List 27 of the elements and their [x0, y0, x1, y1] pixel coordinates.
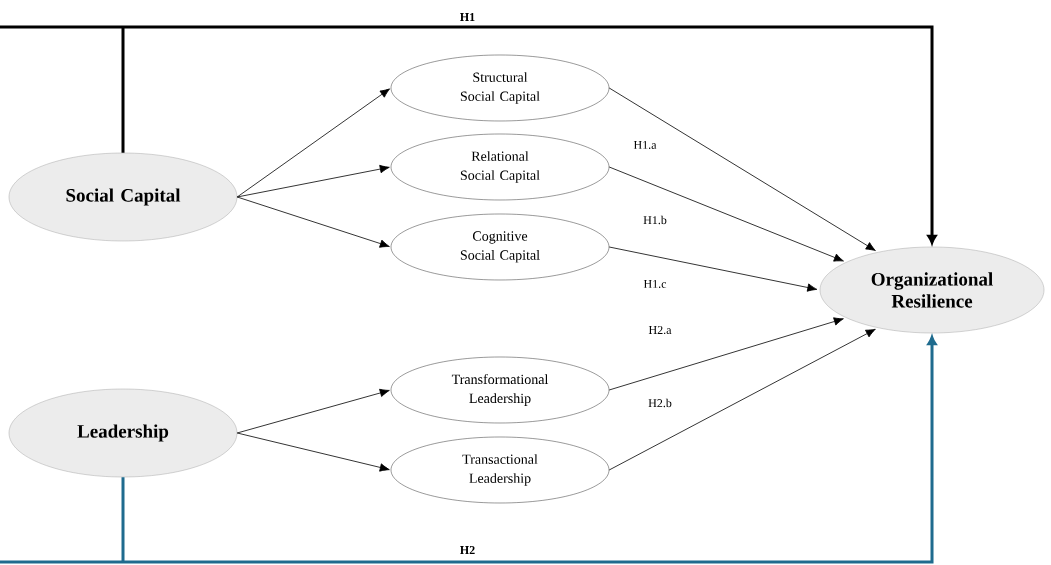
arrow: [236, 88, 390, 198]
arrow: [236, 196, 390, 248]
ellipse-node: Relational Social Capital: [390, 133, 610, 201]
arrow: [608, 246, 818, 292]
ellipse-node: Leadership: [8, 388, 238, 478]
arrow: [236, 164, 390, 198]
edge-label: H1.a: [633, 140, 657, 150]
arrow: [608, 166, 844, 262]
edge-label: H1: [460, 13, 475, 21]
edge-label: H2: [460, 546, 475, 554]
edge-label: H2.b: [648, 398, 672, 408]
arrow: [236, 388, 390, 434]
ellipse-node: Structural Social Capital: [390, 54, 610, 122]
arrow: [0, 25, 937, 245]
arrow: [608, 317, 844, 391]
ellipse-node: Transformational Leadership: [390, 356, 610, 424]
edge-label: H2.a: [648, 325, 672, 335]
ellipse-node: Cognitive Social Capital: [390, 213, 610, 281]
arrow: [236, 432, 390, 472]
arrow: [608, 87, 876, 251]
edge-label: H1.b: [643, 215, 667, 225]
arrow: [0, 335, 937, 564]
ellipse-node: Social Capital: [8, 152, 238, 242]
ellipse-node: Transactional Leadership: [390, 436, 610, 504]
arrow: [608, 328, 876, 471]
ellipse-node: Organizational Resilience: [819, 246, 1045, 334]
edge-label: H1.c: [643, 279, 667, 289]
